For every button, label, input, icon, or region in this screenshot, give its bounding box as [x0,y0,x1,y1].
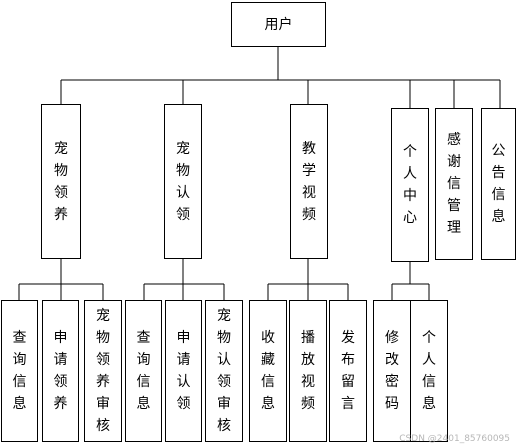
module-announcements: 公告信息 [481,108,516,260]
leaf-label: 播放视频 [301,330,315,412]
root-label: 用户 [264,16,293,33]
leaf-personal-info: 个人信息 [410,300,448,442]
module-label: 感谢信管理 [447,132,461,236]
leaf-play-video: 播放视频 [289,300,327,442]
module-teaching-videos: 教学视频 [290,104,328,259]
module-label: 个人中心 [403,144,417,226]
root-node: 用户 [231,2,326,47]
leaf-label: 查询信息 [12,330,27,412]
leaf-label: 宠物领养审核 [96,308,110,434]
module-label: 公告信息 [491,143,506,225]
leaf-label: 查询信息 [136,330,151,412]
module-label: 宠物领养 [54,140,68,223]
watermark: CSDN @2401_85760095 [399,434,510,444]
connector-lines [18,47,501,300]
module-label: 宠物认领 [176,140,190,223]
leaf-label: 收藏信息 [261,330,275,412]
module-thank-you-letters: 感谢信管理 [435,108,473,260]
module-pet-claim: 宠物认领 [164,104,202,259]
leaf-label: 宠物认领审核 [217,308,231,434]
module-label: 教学视频 [302,140,316,223]
leaf-favorites: 收藏信息 [249,300,287,442]
leaf-query-info: 查询信息 [1,300,38,442]
leaf-label: 发布留言 [341,330,355,412]
leaf-label: 申请认领 [176,330,191,412]
leaf-label: 申请领养 [53,330,68,412]
leaf-claim-review: 宠物认领审核 [205,300,243,442]
leaf-post-message: 发布留言 [329,300,367,442]
leaf-query-info: 查询信息 [125,300,162,442]
leaf-label: 修改密码 [385,330,399,412]
module-pet-adoption: 宠物领养 [41,104,81,259]
leaf-change-password: 修改密码 [373,300,411,442]
module-personal-center: 个人中心 [391,108,429,262]
leaf-apply-adoption: 申请领养 [42,300,79,442]
leaf-apply-claim: 申请认领 [165,300,202,442]
leaf-label: 个人信息 [422,330,436,412]
leaf-adoption-review: 宠物领养审核 [84,300,122,442]
